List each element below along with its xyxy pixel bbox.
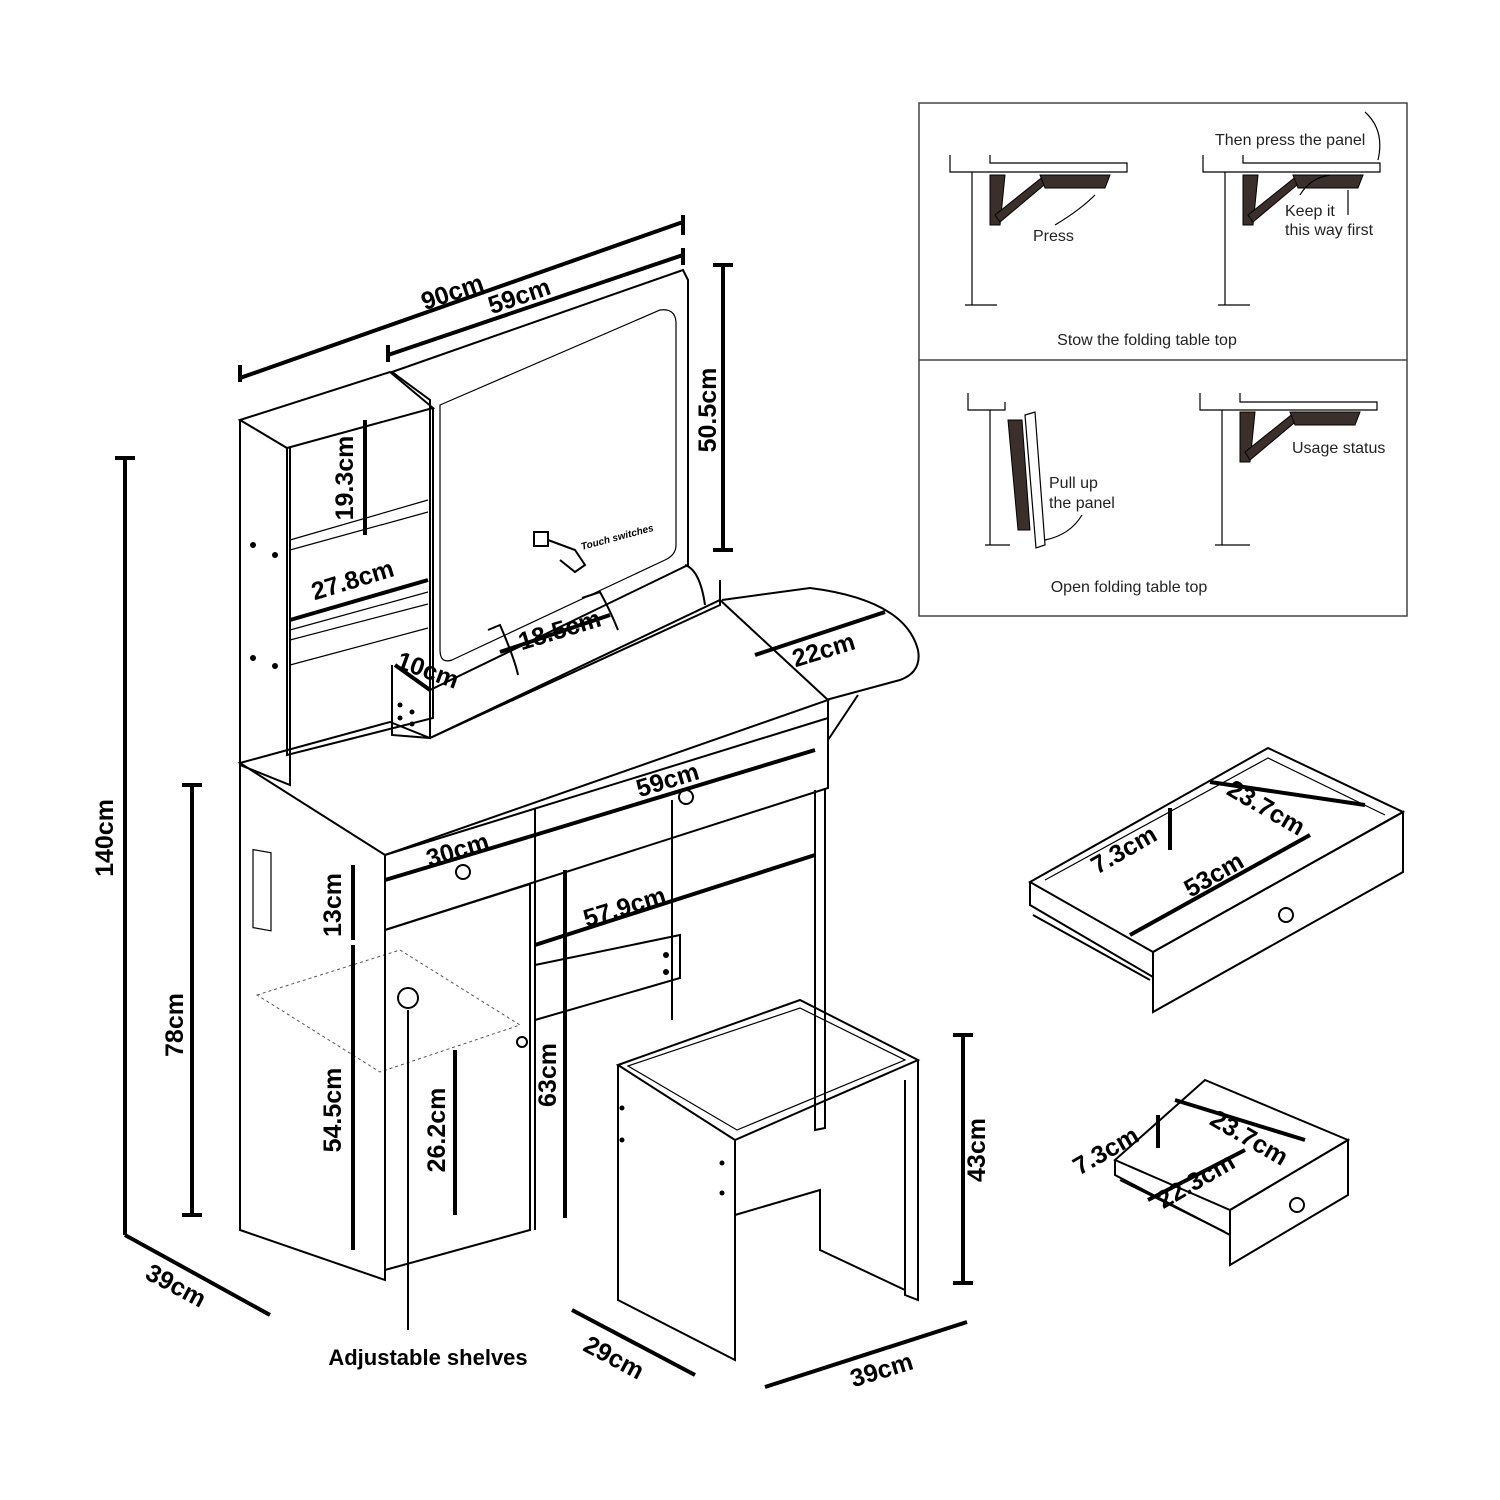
- dim-stool-depth: 29cm: [579, 1331, 649, 1386]
- dim-knee-width: 57.9cm: [580, 882, 669, 934]
- adjustable-shelves-label: Adjustable shelves: [328, 1345, 527, 1370]
- pull-up-label: Pull up: [1049, 475, 1098, 492]
- dimension-labels: 90cm 59cm 50.5cm 140cm 19.3cm 27.8cm 18.…: [91, 269, 991, 1393]
- dim-cabinet-height: 54.5cm: [319, 1068, 347, 1153]
- dim-shelf-width: 27.8cm: [308, 555, 397, 607]
- dim-drawer-height: 13cm: [319, 873, 347, 937]
- large-drawer-depth: 23.7cm: [1222, 775, 1309, 842]
- drawer-knob: [455, 864, 471, 880]
- open-step-pull: [967, 393, 1083, 549]
- small-drawer-height: 7.3cm: [1068, 1121, 1143, 1181]
- folding-table-top: [721, 586, 920, 701]
- stow-step-panel: [1202, 111, 1381, 306]
- hand-pointer-icon: [547, 539, 587, 574]
- vanity-table-drawing: Touch switches: [237, 268, 921, 1362]
- the-panel-label: the panel: [1049, 495, 1115, 512]
- keep-it-label-2: this way first: [1285, 222, 1374, 239]
- folding-instructions-inset: Press Then press the panel Keep it this …: [918, 102, 1408, 617]
- mirror-frame: [389, 268, 689, 692]
- drawer-knob: [1289, 1197, 1305, 1213]
- usage-status-label: Usage status: [1292, 440, 1385, 457]
- dim-tray-width: 18.5cm: [515, 605, 604, 657]
- keep-it-label: Keep it: [1285, 203, 1335, 220]
- open-step-usage: [1199, 393, 1378, 546]
- dim-stool-height: 43cm: [963, 1118, 991, 1182]
- dim-table-height: 78cm: [161, 993, 189, 1057]
- stow-step-press: [949, 155, 1128, 306]
- dim-shelf-gap: 26.2cm: [423, 1088, 451, 1173]
- then-press-label: Then press the panel: [1215, 132, 1365, 149]
- press-label: Press: [1033, 228, 1074, 245]
- large-drawer-width: 53cm: [1179, 847, 1248, 903]
- dim-stool-width: 39cm: [847, 1348, 916, 1393]
- open-caption: Open folding table top: [1051, 579, 1208, 596]
- stow-caption: Stow the folding table top: [1057, 332, 1237, 349]
- stool-drawing: [615, 998, 921, 1362]
- drawer-slide: [1032, 914, 1151, 981]
- cabinet-door: [384, 882, 531, 1272]
- drawer-knob: [1278, 907, 1294, 923]
- touch-switches-label: Touch switches: [580, 523, 655, 553]
- dim-knee-height: 63cm: [534, 1043, 562, 1107]
- dimension-lines: [115, 215, 973, 1389]
- adjustable-shelf: [255, 949, 522, 1073]
- large-drawer-detail: 7.3cm 23.7cm 53cm: [1027, 746, 1406, 1014]
- touch-switch-icon: [533, 531, 549, 547]
- door-knob: [397, 987, 419, 1009]
- mirror-led: [439, 309, 677, 662]
- dim-table-depth: 39cm: [141, 1259, 211, 1314]
- drawer-front: [384, 716, 829, 932]
- dim-total-height: 140cm: [91, 799, 119, 877]
- power-outlet: [252, 848, 272, 932]
- dim-fold-table: 22cm: [789, 628, 858, 673]
- dim-mirror-height: 50.5cm: [694, 368, 722, 453]
- small-drawer-detail: 7.3cm 23.7cm 22.3cm: [1068, 1078, 1351, 1267]
- dim-shelf-height: 19.3cm: [331, 436, 359, 521]
- dim-total-width: 90cm: [418, 269, 488, 316]
